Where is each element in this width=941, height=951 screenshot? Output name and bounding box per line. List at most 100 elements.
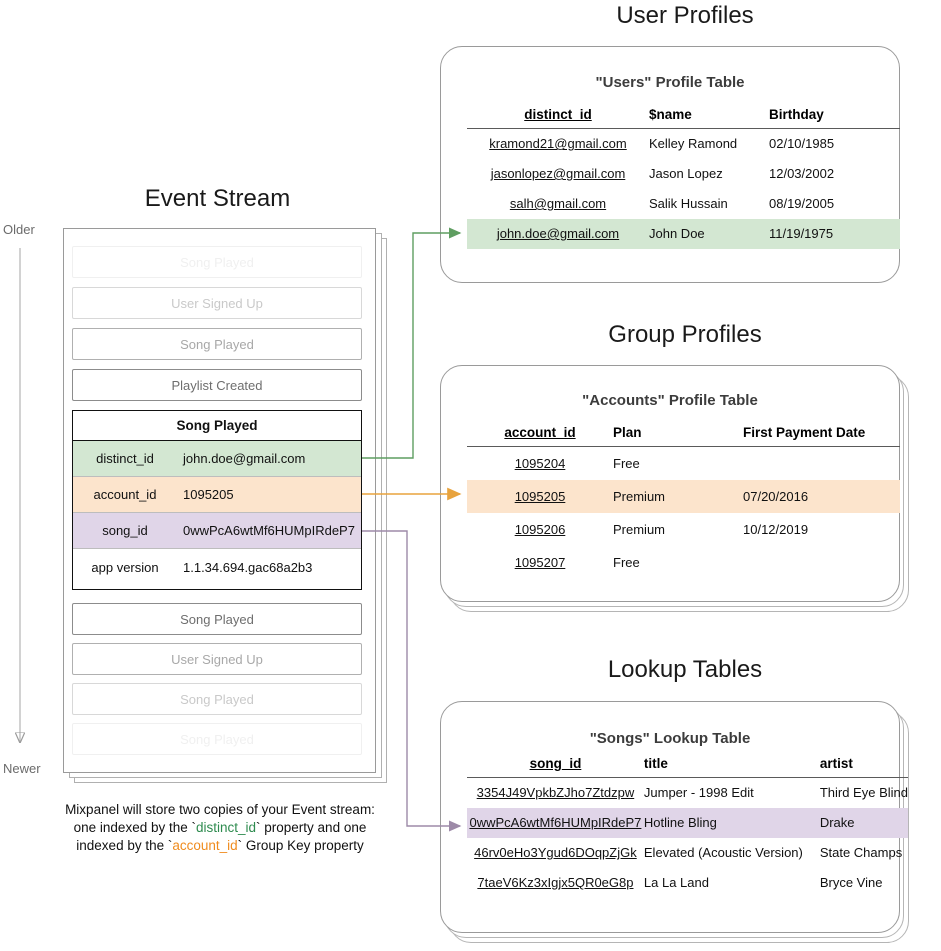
table-cell: 07/20/2016 — [743, 480, 900, 513]
event-property-key: account_id — [93, 487, 157, 502]
column-header-label: song_id — [529, 755, 582, 771]
songs-table-title: "Songs" Lookup Table — [589, 730, 751, 747]
table-cell: John Doe — [649, 219, 769, 249]
event-property-key: app version — [91, 559, 159, 575]
selected-event-title: Song Played — [73, 411, 361, 441]
table-cell-text: 10/12/2019 — [743, 521, 809, 537]
column-header-label: First Payment Date — [743, 424, 866, 440]
table-cell-text: jasonlopez@gmail.com — [490, 166, 626, 181]
table-cell: Premium — [613, 513, 743, 546]
table-cell-id: 1095207 — [467, 546, 613, 579]
caption-line-3: indexed by the `account_id` Group Key pr… — [35, 837, 405, 855]
accounts-table-title: "Accounts" Profile Table — [582, 392, 758, 409]
table-cell-text: Free — [613, 455, 640, 471]
table-cell-text: 08/19/2005 — [769, 196, 835, 211]
table-cell-text: kramond21@gmail.com — [489, 136, 627, 152]
table-cell: Premium — [613, 480, 743, 513]
table-cell: 11/19/1975 — [769, 219, 900, 249]
table-cell-text: Premium — [613, 521, 666, 537]
table-cell-text: Premium — [613, 488, 666, 504]
table-cell-text: 0wwPcA6wtMf6HUMpIRdeP7 — [469, 815, 642, 830]
table-cell: Hotline Bling — [644, 808, 820, 838]
event-property-key: distinct_id — [96, 451, 154, 466]
table-cell-text: 1095206 — [514, 521, 566, 537]
table-cell: Bryce Vine — [820, 868, 908, 898]
event-stream-item-label: User Signed Up — [171, 295, 263, 311]
table-cell: State Champs — [820, 838, 908, 868]
column-header: Birthday — [769, 100, 900, 129]
table-cell-text: Elevated (Acoustic Version) — [643, 845, 803, 860]
table-cell-id: salh@gmail.com — [467, 189, 649, 219]
event-stream-item[interactable]: Song Played — [72, 683, 362, 715]
table-cell: 08/19/2005 — [769, 189, 900, 219]
table-cell: Third Eye Blind — [820, 778, 908, 808]
table-cell: Free — [613, 546, 743, 579]
event-stream-item[interactable]: Song Played — [72, 328, 362, 360]
event-stream-item[interactable]: Song Played — [72, 246, 362, 278]
table-cell-id: 1095204 — [467, 447, 613, 480]
column-header: account_id — [467, 418, 613, 447]
table-header-row: song_id title artist — [467, 749, 908, 778]
table-cell-text: Kelley Ramond — [649, 136, 738, 152]
event-stream-item[interactable]: Song Played — [72, 603, 362, 635]
table-cell-id: kramond21@gmail.com — [467, 129, 649, 159]
event-stream-item[interactable]: Song Played — [72, 723, 362, 755]
column-header: $name — [649, 100, 769, 129]
column-header: song_id — [467, 749, 644, 778]
axis-label-newer: Newer — [3, 761, 41, 776]
table-cell-text: Bryce Vine — [819, 875, 883, 890]
column-header: title — [644, 749, 820, 778]
table-cell: Salik Hussain — [649, 189, 769, 219]
column-header: artist — [820, 749, 908, 778]
table-row[interactable]: 1095204 Free — [467, 447, 900, 480]
lookup-tables-card: "Songs" Lookup Table — [440, 701, 900, 933]
event-stream-item[interactable]: User Signed Up — [72, 643, 362, 675]
event-stream-item-label: Song Played — [180, 336, 254, 352]
table-cell-text: La La Land — [643, 875, 709, 890]
event-property-value: 1095205 — [183, 487, 234, 502]
column-header-label: distinct_id — [524, 106, 592, 122]
column-header-label: $name — [649, 106, 692, 122]
event-property-key: song_id — [102, 523, 148, 538]
table-header-row: distinct_id $name Birthday — [467, 100, 900, 129]
event-stream-item[interactable]: Playlist Created — [72, 369, 362, 401]
caption-line-3-pre: indexed by the ` — [76, 838, 173, 853]
table-cell-text: Hotline Bling — [643, 815, 717, 830]
table-cell: Jason Lopez — [649, 159, 769, 189]
lookup-tables-title: Lookup Tables — [607, 656, 763, 683]
table-cell-text: Drake — [819, 815, 855, 830]
caption-account-id-key: account_id — [172, 838, 238, 853]
table-cell: 12/03/2002 — [769, 159, 900, 189]
table-cell-text: State Champs — [819, 845, 903, 860]
table-cell-id: 3354J49VpkbZJho7Ztdzpw — [467, 778, 644, 808]
caption-line-2-post: ` property and one — [256, 820, 367, 835]
event-stream-item[interactable]: User Signed Up — [72, 287, 362, 319]
table-cell-text: Salik Hussain — [649, 196, 728, 211]
table-cell-id: 7taeV6Kz3xIgjx5QR0eG8p — [467, 868, 644, 898]
event-stream-item-label: Song Played — [180, 611, 254, 627]
table-cell-text: john.doe@gmail.com — [496, 226, 620, 241]
event-stream-item-label: Song Played — [180, 691, 254, 707]
column-header-label: title — [643, 755, 668, 771]
event-stream-item-label: User Signed Up — [171, 651, 263, 667]
axis-label-older: Older — [3, 222, 35, 237]
table-cell-text: 1095204 — [514, 455, 566, 471]
table-cell: 10/12/2019 — [743, 513, 900, 546]
caption-line-2: one indexed by the `distinct_id` propert… — [35, 819, 405, 837]
table-row[interactable]: 1095206 Premium 10/12/2019 — [467, 513, 900, 546]
event-stream-item-label: Song Played — [180, 254, 254, 270]
